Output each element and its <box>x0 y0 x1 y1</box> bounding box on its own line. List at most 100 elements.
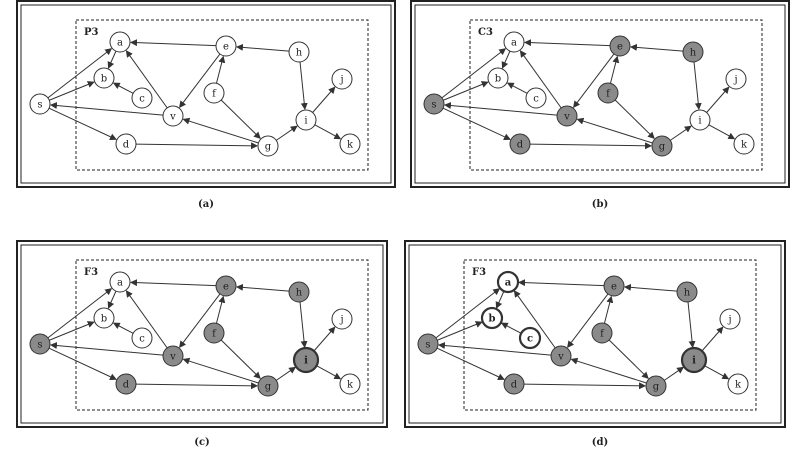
node-j: j <box>725 68 747 90</box>
node-d: d <box>509 133 531 155</box>
region-label: C3 <box>478 27 493 38</box>
node-h-label: h <box>296 48 303 59</box>
node-k-circle <box>339 133 361 155</box>
node-f: f <box>203 82 225 104</box>
node-s-label: s <box>425 340 430 351</box>
node-g: g <box>257 375 279 397</box>
node-e-circle <box>603 275 625 297</box>
node-b-label: b <box>495 74 501 85</box>
node-e-label: e <box>617 42 623 53</box>
node-a: a <box>496 270 520 294</box>
edge-v-a <box>125 290 168 349</box>
edge-g-v <box>182 117 259 144</box>
edge-s-a <box>435 288 501 339</box>
edge-v-s <box>49 342 164 356</box>
edge-e-a <box>523 39 611 47</box>
inner-frame <box>20 4 392 184</box>
edge-h-e <box>623 283 678 292</box>
node-k: k <box>733 133 755 155</box>
node-b-circle <box>487 67 509 89</box>
node-h-circle <box>288 41 310 63</box>
caption-c: (c) <box>194 437 210 448</box>
node-v-circle <box>162 345 184 367</box>
caption-d: (d) <box>591 437 609 448</box>
node-g-label: g <box>659 142 666 153</box>
edge-i-k <box>316 365 342 380</box>
edge-s-d <box>48 347 117 381</box>
node-f: f <box>591 322 613 344</box>
edge-a-b <box>495 290 505 309</box>
node-k: k <box>339 133 361 155</box>
node-g-circle <box>257 375 279 397</box>
inner-frame <box>408 244 782 424</box>
node-f: f <box>203 322 225 344</box>
node-v-circle <box>162 105 184 127</box>
node-v-label: v <box>557 352 564 363</box>
edge-e-a <box>129 279 217 287</box>
node-s-circle <box>417 333 439 355</box>
node-j: j <box>331 68 353 90</box>
inner-frame <box>20 244 384 424</box>
node-s-circle <box>29 93 51 115</box>
node-g-circle <box>645 375 667 397</box>
node-h: h <box>288 41 310 63</box>
edge-e-v <box>573 53 615 109</box>
edge-s-a <box>47 288 113 339</box>
node-c-label: c <box>527 334 533 345</box>
node-v-label: v <box>563 112 570 123</box>
node-v: v <box>550 345 572 367</box>
node-f-circle <box>597 82 619 104</box>
node-f-label: f <box>600 329 605 340</box>
node-h: h <box>288 281 310 303</box>
node-a-circle <box>496 270 520 294</box>
node-s: s <box>417 333 439 355</box>
edge-c-b <box>500 322 522 334</box>
edge-v-a <box>513 290 556 349</box>
edge-a-b <box>107 50 117 69</box>
caption-b: (b) <box>591 199 609 210</box>
node-i-circle <box>295 109 317 131</box>
node-j-circle <box>719 308 741 330</box>
node-i: i <box>292 346 320 374</box>
node-d: d <box>115 133 137 155</box>
node-f-label: f <box>606 89 611 100</box>
edge-s-d <box>48 107 117 141</box>
node-g-label: g <box>653 382 660 393</box>
node-d-label: d <box>517 140 524 151</box>
edge-s-d <box>442 107 511 141</box>
node-k-label: k <box>741 140 748 151</box>
edge-h-e <box>235 283 290 292</box>
edge-g-v <box>182 357 259 384</box>
node-i: i <box>680 346 708 374</box>
node-h-circle <box>676 281 698 303</box>
edge-h-e <box>235 43 290 52</box>
node-g-circle <box>257 135 279 157</box>
node-b: b <box>93 67 115 89</box>
node-f-circle <box>591 322 613 344</box>
node-k-label: k <box>735 380 742 391</box>
edge-h-i <box>299 301 308 349</box>
node-g-circle <box>651 135 673 157</box>
inner-frame <box>414 4 786 184</box>
node-b-circle <box>93 307 115 329</box>
node-d-circle <box>115 373 137 395</box>
edge-f-e <box>215 55 226 84</box>
edge-v-s <box>437 342 552 356</box>
node-g: g <box>257 135 279 157</box>
node-c: c <box>525 87 547 109</box>
node-s-label: s <box>37 100 42 111</box>
node-c: c <box>518 326 542 350</box>
node-e-label: e <box>223 42 229 53</box>
node-k-circle <box>733 133 755 155</box>
edge-d-g <box>135 142 259 150</box>
node-i-circle <box>689 109 711 131</box>
node-c-circle <box>131 327 153 349</box>
edge-e-a <box>129 39 217 47</box>
node-v: v <box>162 105 184 127</box>
edge-g-v <box>576 117 653 144</box>
node-h-circle <box>682 41 704 63</box>
